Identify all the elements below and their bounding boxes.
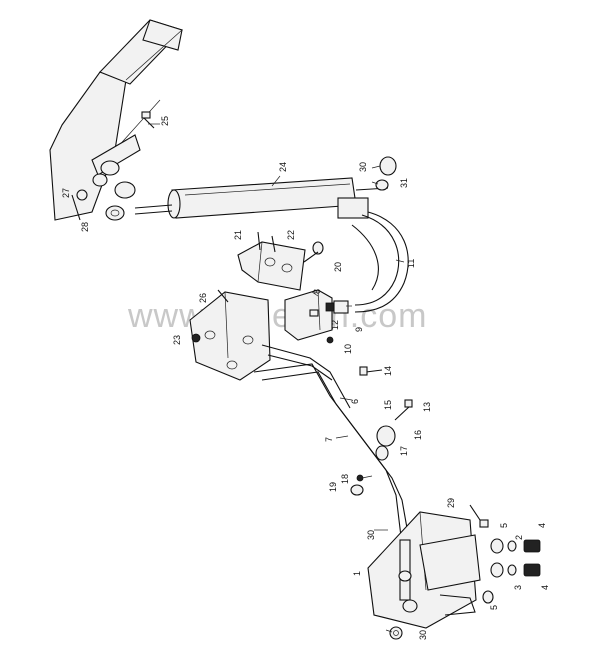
- callout-30: 30: [366, 530, 376, 540]
- callout-7: 7: [324, 437, 334, 442]
- callout-3: 3: [513, 585, 523, 590]
- callout-16: 16: [413, 430, 423, 440]
- callout-20: 20: [333, 262, 343, 272]
- callout-1: 1: [352, 571, 362, 576]
- part-callouts: 25 24 30 31 27 28 21 22 20 11 8 26 9 10 …: [61, 116, 550, 640]
- valve-fittings: [482, 538, 541, 604]
- valve-bracket: [237, 231, 324, 291]
- callout-14: 14: [383, 366, 393, 376]
- callout-10: 10: [343, 344, 353, 354]
- control-valve-body: [367, 504, 489, 629]
- leader-lines: [148, 123, 405, 633]
- callout-4: 4: [540, 585, 550, 590]
- callout-5: 5: [489, 605, 499, 610]
- hydraulic-cylinder: [134, 156, 397, 219]
- callout-30: 30: [418, 630, 428, 640]
- callout-18: 18: [340, 474, 350, 484]
- callout-30: 30: [358, 162, 368, 172]
- callout-11: 11: [406, 259, 416, 268]
- callout-15: 15: [383, 400, 393, 410]
- bolt: [359, 366, 383, 376]
- callout-26: 26: [198, 293, 208, 303]
- callout-24: 24: [278, 162, 288, 172]
- watermark: www.croleknh.com: [127, 297, 427, 335]
- callout-25: 25: [160, 116, 170, 126]
- callout-29: 29: [446, 498, 456, 508]
- bottom-nut: [389, 626, 403, 640]
- valve-block: [284, 289, 349, 344]
- nut-fittings: [350, 474, 364, 496]
- callout-17: 17: [399, 446, 409, 456]
- callout-2: 2: [514, 535, 524, 540]
- callout-13: 13: [422, 402, 432, 412]
- hydraulic-hose: [351, 211, 409, 313]
- callout-6: 6: [350, 399, 360, 404]
- callout-31: 31: [399, 178, 409, 188]
- callout-21: 21: [233, 230, 243, 240]
- hydraulic-pipes: [253, 344, 411, 546]
- control-plate: [189, 289, 271, 381]
- callout-22: 22: [286, 230, 296, 240]
- callout-8: 8: [312, 289, 322, 294]
- callout-4: 4: [537, 523, 547, 528]
- elbow-fitting: [375, 399, 413, 461]
- pin-and-washer: [71, 189, 88, 221]
- callout-5: 5: [499, 523, 509, 528]
- callout-23: 23: [172, 335, 182, 345]
- mounting-bracket: [49, 19, 184, 221]
- callout-27: 27: [61, 188, 71, 198]
- callout-28: 28: [80, 222, 90, 232]
- callout-12: 12: [330, 320, 340, 330]
- callout-19: 19: [328, 482, 338, 492]
- callout-9: 9: [354, 327, 364, 332]
